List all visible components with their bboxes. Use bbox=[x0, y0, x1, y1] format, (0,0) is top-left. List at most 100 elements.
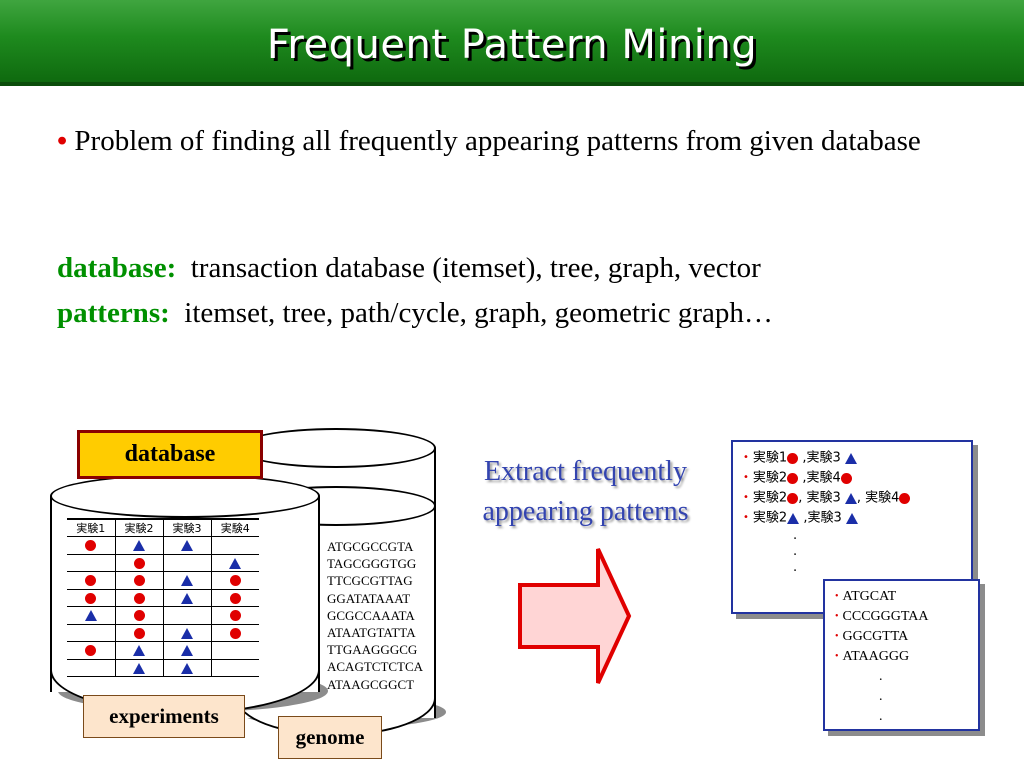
blue-triangle-icon bbox=[229, 557, 242, 569]
table-row bbox=[67, 589, 259, 607]
red-circle-icon bbox=[229, 592, 241, 604]
table-cell bbox=[211, 571, 259, 590]
blue-triangle-icon bbox=[181, 645, 193, 657]
blue-triangle-icon bbox=[133, 662, 145, 674]
genome-sequence: ATAAGCGGCT bbox=[327, 676, 415, 692]
bullet-marker: • bbox=[743, 492, 749, 503]
continuation-dot: . bbox=[879, 669, 883, 684]
bullet-marker: • bbox=[835, 651, 839, 662]
table-cell bbox=[163, 589, 212, 607]
table-cell bbox=[115, 536, 164, 555]
table-cell bbox=[163, 659, 212, 677]
red-circle-icon bbox=[229, 610, 241, 622]
blue-triangle-icon bbox=[181, 540, 193, 552]
genome-sequence: GCGCCAAATA bbox=[327, 607, 415, 623]
bullet-marker: • bbox=[743, 512, 749, 523]
genome-sequence: TAGCGGGTGG bbox=[327, 556, 417, 572]
table-row bbox=[67, 624, 259, 642]
table-row bbox=[67, 641, 259, 660]
table-cell bbox=[115, 554, 164, 572]
pattern-text: 実験2 bbox=[752, 490, 788, 506]
blue-triangle-icon bbox=[181, 592, 193, 604]
table-cell bbox=[67, 624, 116, 642]
red-circle-icon bbox=[133, 557, 145, 569]
pattern-item: •実験2 ,実験3 bbox=[743, 508, 971, 528]
blue-triangle-icon bbox=[844, 452, 857, 464]
red-circle-icon bbox=[787, 492, 799, 504]
patterns-value: itemset, tree, path/cycle, graph, geomet… bbox=[184, 297, 773, 329]
table-cell bbox=[211, 641, 259, 660]
blue-triangle-icon bbox=[787, 512, 800, 524]
blue-triangle-icon bbox=[181, 627, 193, 639]
table-cell bbox=[163, 554, 212, 572]
continuation-dot: . bbox=[793, 528, 798, 543]
bullet-marker: • bbox=[835, 611, 839, 622]
extract-line: Extract frequently bbox=[484, 456, 687, 487]
table-row bbox=[67, 571, 259, 590]
genome-sequence: GGATATAAAT bbox=[327, 590, 411, 606]
red-circle-icon bbox=[787, 472, 799, 484]
database-key: database: bbox=[57, 252, 177, 284]
table-cell bbox=[163, 641, 212, 660]
table-cell bbox=[115, 571, 164, 590]
bullet-marker: • bbox=[743, 452, 749, 463]
pattern-item: •ATGCAT bbox=[835, 587, 978, 607]
table-row bbox=[67, 659, 259, 677]
table-cell bbox=[211, 554, 259, 572]
genome-sequence: ACAGTCTCTCA bbox=[327, 659, 424, 675]
table-cell bbox=[115, 589, 164, 607]
problem-text: Problem of finding all frequently appear… bbox=[74, 125, 921, 157]
red-circle-icon bbox=[85, 645, 97, 657]
red-circle-icon bbox=[840, 472, 852, 484]
pattern-text: ATAAGGG bbox=[842, 649, 910, 665]
page-title: Frequent Pattern Mining bbox=[266, 22, 758, 68]
table-cell bbox=[115, 659, 164, 677]
table-cell bbox=[163, 571, 212, 590]
genome-sequence: ATGCGCCGTA bbox=[327, 539, 414, 554]
red-circle-icon bbox=[133, 575, 145, 587]
pattern-item: •実験2, 実験3 , 実験4 bbox=[743, 488, 971, 508]
red-circle-icon bbox=[133, 610, 145, 622]
red-circle-icon bbox=[787, 452, 799, 464]
table-cell bbox=[115, 606, 164, 625]
pattern-item: •実験1 ,実験3 bbox=[743, 448, 971, 468]
table-cell bbox=[163, 624, 212, 642]
red-circle-icon bbox=[229, 575, 241, 587]
genome-sequence: ATAATGTATTA bbox=[327, 625, 416, 641]
genome-cylinder-top bbox=[236, 428, 436, 468]
genome-sequence: TTCGCGTTAG bbox=[327, 573, 413, 589]
extract-caption: Extract frequently appearing patterns bbox=[448, 452, 723, 532]
pattern-text: 実験2 bbox=[752, 510, 788, 526]
table-cell bbox=[115, 624, 164, 642]
table-cell bbox=[67, 536, 116, 555]
table-cell bbox=[211, 589, 259, 607]
genome-sequence: TTGAAGGGCG bbox=[327, 642, 418, 658]
blue-triangle-icon bbox=[133, 645, 145, 657]
table-cell bbox=[67, 659, 116, 677]
pattern-text: ATGCAT bbox=[842, 589, 897, 605]
table-header: 実験4 bbox=[211, 518, 259, 537]
table-header-row: 実験1 実験2 実験3 実験4 bbox=[67, 518, 259, 537]
pattern-item: •GGCGTTA bbox=[835, 627, 978, 647]
table-header: 実験1 bbox=[67, 518, 116, 537]
title-bar: Frequent Pattern Mining bbox=[0, 0, 1024, 86]
experiment-table: 実験1 実験2 実験3 実験4 bbox=[67, 518, 259, 677]
problem-statement: • Problem of finding all frequently appe… bbox=[57, 122, 977, 161]
blue-triangle-icon bbox=[181, 575, 193, 587]
table-row bbox=[67, 536, 259, 555]
table-header: 実験3 bbox=[163, 518, 212, 537]
continuation-dot: . bbox=[879, 709, 883, 724]
database-value: transaction database (itemset), tree, gr… bbox=[190, 252, 761, 284]
pattern-text: , 実験3 bbox=[798, 490, 845, 506]
table-cell bbox=[67, 641, 116, 660]
table-cell bbox=[211, 659, 259, 677]
continuation-dot: . bbox=[793, 560, 798, 575]
pattern-text: 実験1 bbox=[752, 450, 788, 466]
patterns-key: patterns: bbox=[57, 297, 170, 329]
continuation-dot: . bbox=[879, 689, 883, 704]
blue-triangle-icon bbox=[845, 512, 858, 524]
red-circle-icon bbox=[899, 492, 911, 504]
table-header: 実験2 bbox=[115, 518, 164, 537]
blue-triangle-icon bbox=[133, 540, 145, 552]
